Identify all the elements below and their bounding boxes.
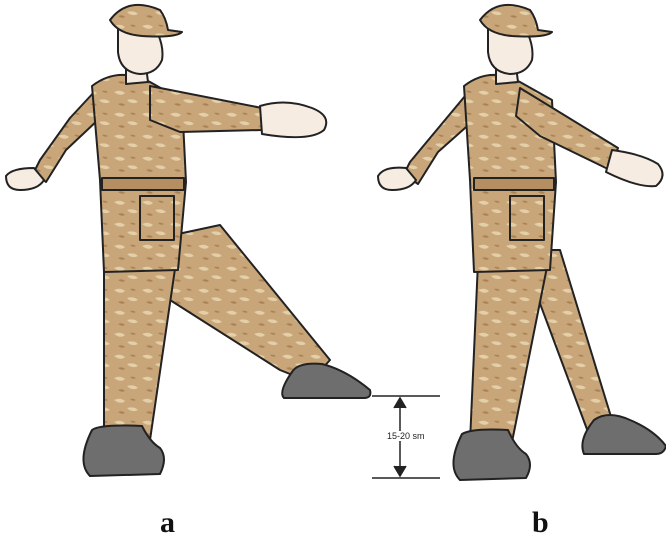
rear-boot-b xyxy=(582,415,666,454)
left-arm-a xyxy=(34,90,100,182)
soldier-figure-a xyxy=(6,5,370,476)
pocket-a xyxy=(140,196,174,240)
measure-arrow-down xyxy=(394,466,406,476)
front-leg-b xyxy=(470,262,548,442)
right-arm-a xyxy=(150,86,262,132)
belt-b xyxy=(474,178,554,190)
figure-label-a: a xyxy=(160,506,175,540)
soldier-figure-b xyxy=(378,5,666,480)
belt-a xyxy=(102,178,184,190)
right-fist-b xyxy=(606,150,663,186)
measurement-label: 15-20 sm xyxy=(386,431,426,441)
measure-arrow-up xyxy=(394,398,406,408)
right-fist-a xyxy=(260,102,326,137)
pocket-b xyxy=(510,196,544,240)
front-leg-a xyxy=(104,262,176,440)
figure-label-b: b xyxy=(532,506,549,540)
rear-boot-a xyxy=(282,364,370,398)
front-boot-b xyxy=(453,430,530,481)
left-arm-b xyxy=(404,90,474,184)
